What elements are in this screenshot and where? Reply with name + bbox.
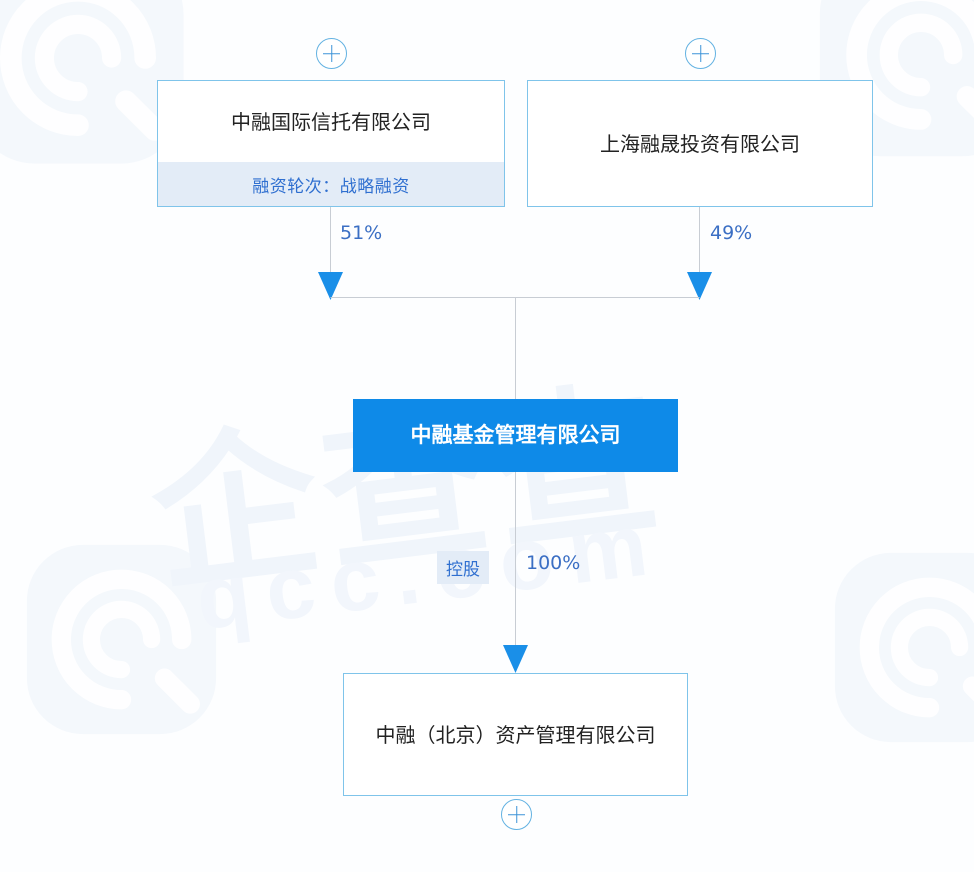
watermark-brand-zh: 企查查 — [141, 362, 675, 616]
node-shareholder-left-title: 中融国际信托有限公司 — [231, 109, 431, 134]
ownership-pct-right: 49% — [710, 222, 753, 244]
arrowhead-subsidiary — [503, 645, 528, 673]
node-shareholder-right-title: 上海融晟投资有限公司 — [600, 131, 800, 156]
arrowhead-left-shareholder — [318, 272, 343, 300]
watermark-brand-en: qcc.com — [190, 492, 669, 649]
expand-button-shareholder-right[interactable] — [685, 38, 716, 69]
expand-button-shareholder-left[interactable] — [316, 38, 347, 69]
node-center-company[interactable]: 中融基金管理有限公司 — [353, 399, 678, 472]
expand-button-subsidiary-bottom[interactable] — [501, 799, 532, 830]
relation-tag-controlling: 控股 — [437, 551, 489, 584]
ownership-pct-left: 51% — [340, 222, 383, 244]
ownership-pct-subsidiary: 100% — [526, 552, 581, 574]
node-shareholder-right[interactable]: 上海融晟投资有限公司 — [527, 80, 873, 207]
node-shareholder-left-financing-round: 融资轮次：战略融资 — [158, 162, 504, 206]
node-subsidiary-bottom[interactable]: 中融（北京）资产管理有限公司 — [343, 673, 688, 796]
node-shareholder-left[interactable]: 中融国际信托有限公司 融资轮次：战略融资 — [157, 80, 505, 207]
node-center-company-title: 中融基金管理有限公司 — [410, 422, 621, 447]
arrowhead-right-shareholder — [687, 272, 712, 300]
qcc-spiral-logo-icon — [26, 544, 217, 735]
qcc-spiral-logo-icon — [834, 552, 974, 743]
node-subsidiary-bottom-title: 中融（北京）资产管理有限公司 — [375, 722, 656, 747]
